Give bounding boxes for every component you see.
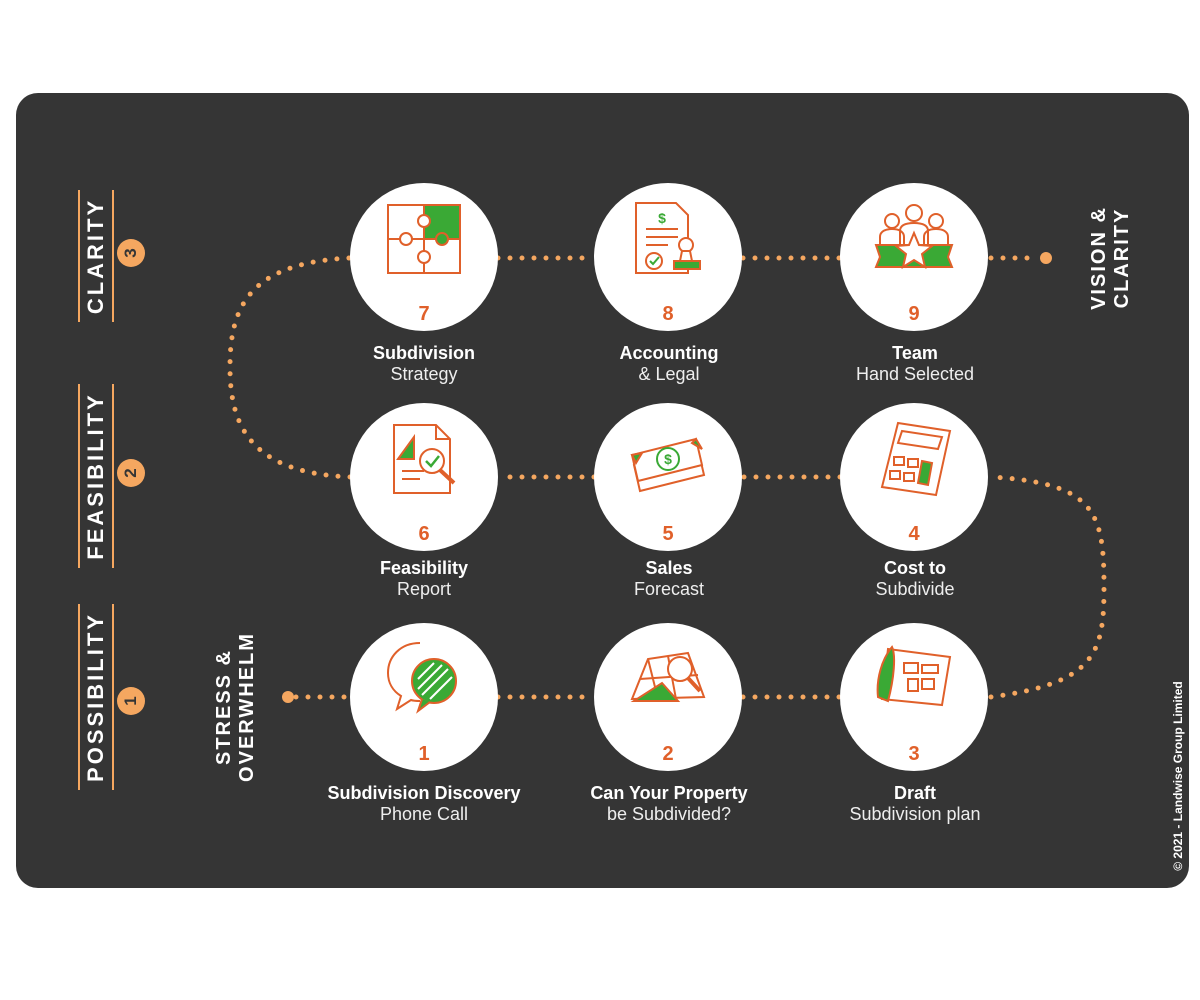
step-subtitle: Report xyxy=(396,579,452,599)
step-2-caption: Can Your Property be Subdivided? xyxy=(549,783,789,825)
start-label: STRESS & OVERWHELM xyxy=(213,627,261,787)
step-title: Cost to xyxy=(884,558,946,578)
step-1-circle[interactable]: 1 xyxy=(350,623,498,771)
step-title: Accounting xyxy=(619,343,719,363)
map-magnifier-icon xyxy=(630,651,706,702)
stage-number-badge: 2 xyxy=(117,459,145,487)
step-8-caption: Accounting & Legal xyxy=(549,343,789,385)
path-curve-6-7 xyxy=(227,255,353,480)
step-title: Can Your Property xyxy=(590,783,748,803)
step-title: Subdivision xyxy=(372,343,475,363)
step-3-circle[interactable]: 3 xyxy=(840,623,988,771)
stage-label: POSSIBILITY xyxy=(78,604,114,790)
stage-label: CLARITY xyxy=(78,189,114,323)
dotted-flow-path xyxy=(227,252,1107,703)
step-number: 1 xyxy=(418,743,430,765)
start-label-line2: OVERWHELM xyxy=(236,632,258,782)
stage-label: FEASIBILITY xyxy=(78,384,114,568)
start-label-line1: STRESS & xyxy=(213,648,235,766)
step-number: 5 xyxy=(662,523,674,545)
step-8-circle[interactable]: $ 8 xyxy=(594,183,742,331)
step-9-caption: Team Hand Selected xyxy=(795,343,1035,385)
infographic-panel: POSSIBILITY 1 FEASIBILITY 2 CLARITY 3 ST… xyxy=(16,93,1189,888)
step-number: 9 xyxy=(908,303,920,325)
step-title: Subdivision Discovery xyxy=(327,783,521,803)
step-4-circle[interactable]: 4 xyxy=(840,403,988,551)
step-number: 7 xyxy=(418,303,430,325)
path-end-dot xyxy=(1040,252,1052,264)
stage-number-badge: 3 xyxy=(117,239,145,267)
step-6-caption: Feasibility Report xyxy=(304,558,544,600)
step-7-caption: Subdivision Strategy xyxy=(304,343,544,385)
banknotes-icon: $ xyxy=(630,437,706,493)
step-number: 8 xyxy=(662,303,674,325)
step-subtitle: Phone Call xyxy=(379,804,469,824)
step-title: Sales xyxy=(645,558,693,578)
step-3-caption: Draft Subdivision plan xyxy=(795,783,1035,825)
report-magnifier-icon xyxy=(393,424,456,494)
path-start-dot xyxy=(282,691,294,703)
svg-text:$: $ xyxy=(664,451,672,467)
step-9-circle[interactable]: 9 xyxy=(840,183,988,331)
step-5-caption: Sales Forecast xyxy=(549,558,789,600)
step-subtitle: & Legal xyxy=(638,364,700,384)
step-title: Draft xyxy=(893,783,936,803)
copyright-notice: © 2021 - Landwise Group Limited xyxy=(1171,681,1185,871)
path-curve-3-4 xyxy=(988,474,1107,700)
step-2-circle[interactable]: 2 xyxy=(594,623,742,771)
step-6-circle[interactable]: 6 xyxy=(350,403,498,551)
step-subtitle: Subdivide xyxy=(875,579,955,599)
step-5-circle[interactable]: $ 5 xyxy=(594,403,742,551)
calculator-icon xyxy=(880,421,952,497)
step-subtitle: Subdivision plan xyxy=(849,804,981,824)
step-7-circle[interactable]: 7 xyxy=(350,183,498,331)
end-label: VISION & CLARITY xyxy=(1088,178,1136,338)
step-number: 3 xyxy=(908,743,920,765)
step-subtitle: Strategy xyxy=(390,364,458,384)
end-label-line2: CLARITY xyxy=(1111,207,1133,309)
puzzle-icon xyxy=(387,204,461,274)
step-number: 2 xyxy=(662,743,674,765)
step-title: Feasibility xyxy=(379,558,469,578)
step-number: 6 xyxy=(418,523,430,545)
contract-stamp-icon: $ xyxy=(635,202,701,274)
step-title: Team xyxy=(892,343,938,363)
end-label-line1: VISION & xyxy=(1088,206,1110,310)
team-star-icon xyxy=(874,204,954,270)
speech-bubbles-icon xyxy=(386,642,457,714)
blueprint-scroll-icon xyxy=(876,645,952,707)
stage-number-badge: 1 xyxy=(117,687,145,715)
step-subtitle: Forecast xyxy=(633,579,705,599)
step-subtitle: be Subdivided? xyxy=(606,804,732,824)
svg-text:$: $ xyxy=(658,210,666,226)
step-number: 4 xyxy=(908,523,920,545)
step-subtitle: Hand Selected xyxy=(855,364,975,384)
step-1-caption: Subdivision Discovery Phone Call xyxy=(304,783,544,825)
step-4-caption: Cost to Subdivide xyxy=(795,558,1035,600)
